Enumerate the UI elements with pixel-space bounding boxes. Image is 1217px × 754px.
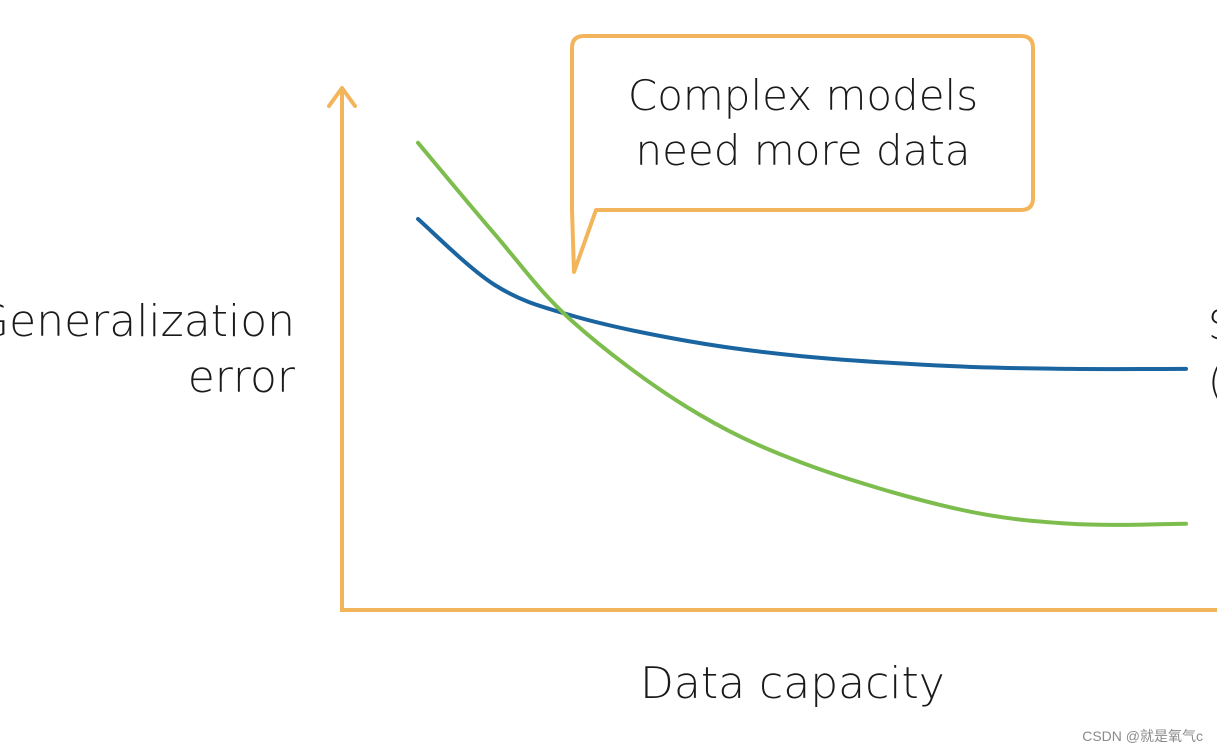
cropped-label-line-1: S <box>1208 306 1217 346</box>
callout-bubble <box>569 34 1035 274</box>
callout-text-line-2: need more data <box>635 126 971 175</box>
callout-text-line-1: Complex models <box>627 71 979 120</box>
y-axis-label-line-2: error <box>187 352 295 403</box>
series-line-2 <box>416 140 1188 527</box>
y-axis-label-line-1: Generalization <box>0 296 295 347</box>
series-line-1 <box>416 217 1188 372</box>
callout-text: Complex models need more data <box>580 68 1026 178</box>
y-axis-label: Generalization error <box>0 294 295 406</box>
x-axis-label: Data capacity <box>640 658 945 709</box>
callout-outline <box>569 34 1035 274</box>
axes <box>327 86 1217 612</box>
y-axis-arrow <box>327 86 357 108</box>
series-layer <box>416 140 1188 527</box>
watermark: CSDN @就是氧气c <box>1082 728 1203 744</box>
cropped-label-line-2: ( <box>1208 362 1217 402</box>
